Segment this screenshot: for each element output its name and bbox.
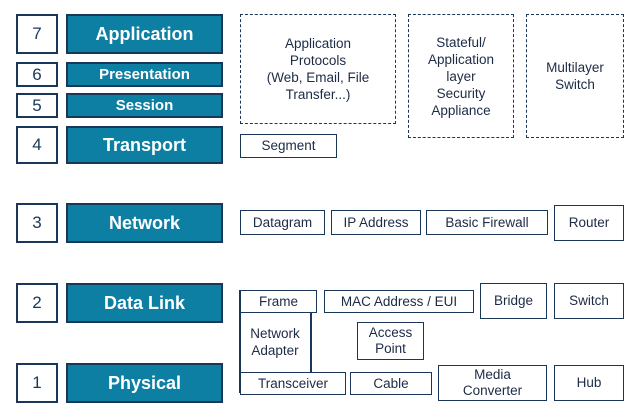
media-converter-line-1: Media xyxy=(474,367,511,382)
stateful-line-1: Stateful/ xyxy=(436,34,486,50)
access-point-line-1: Access xyxy=(368,325,413,340)
stateful-line-2: Application xyxy=(427,51,495,67)
layer-4-number: 4 xyxy=(16,126,58,164)
cable-box: Cable xyxy=(350,372,432,395)
layer-1-number: 1 xyxy=(16,363,58,403)
app-protocols-line-2: Protocols xyxy=(289,53,347,68)
network-adapter-right-line xyxy=(310,312,312,373)
layer-7-number: 7 xyxy=(16,14,58,54)
router-box: Router xyxy=(554,205,624,241)
frame-box: Frame xyxy=(240,290,317,313)
ip-address-box: IP Address xyxy=(331,210,421,235)
stateful-line-4: Security xyxy=(436,85,486,101)
mac-address-box: MAC Address / EUI xyxy=(324,290,474,313)
layer-data-link: Data Link xyxy=(66,283,223,323)
access-point-box: Access Point xyxy=(357,322,424,360)
network-adapter-line-2: Adapter xyxy=(251,343,299,358)
multilayer-switch-box: Multilayer Switch xyxy=(526,14,624,138)
network-adapter-left-line xyxy=(239,290,241,393)
access-point-line-2: Point xyxy=(375,341,406,356)
datagram-box: Datagram xyxy=(240,210,325,235)
multilayer-line-2: Switch xyxy=(555,77,595,92)
stateful-security-appliance-box: Stateful/ Application layer Security App… xyxy=(408,14,514,138)
stateful-line-3: layer xyxy=(446,68,476,84)
hub-box: Hub xyxy=(554,365,624,401)
media-converter-line-2: Converter xyxy=(462,383,523,398)
app-protocols-line-1: Application xyxy=(284,36,352,51)
layer-3-number: 3 xyxy=(16,203,58,243)
app-protocols-line-4: Transfer...) xyxy=(285,87,351,102)
layer-transport: Transport xyxy=(66,126,223,164)
layer-session: Session xyxy=(66,93,223,118)
segment-box: Segment xyxy=(240,134,337,158)
layer-6-number: 6 xyxy=(16,62,58,87)
layer-5-number: 5 xyxy=(16,93,58,118)
stateful-line-5: Appliance xyxy=(431,102,491,118)
basic-firewall-box: Basic Firewall xyxy=(426,210,548,235)
layer-application: Application xyxy=(66,14,223,54)
layer-physical: Physical xyxy=(66,363,223,403)
bridge-box: Bridge xyxy=(480,283,547,319)
layer-2-number: 2 xyxy=(16,283,58,323)
layer-network: Network xyxy=(66,203,223,243)
application-protocols-box: Application Protocols (Web, Email, File … xyxy=(240,14,396,124)
media-converter-box: Media Converter xyxy=(438,365,547,401)
layer-presentation: Presentation xyxy=(66,62,223,87)
switch-box: Switch xyxy=(554,283,624,319)
network-adapter-line-1: Network xyxy=(250,326,300,341)
app-protocols-line-3: (Web, Email, File xyxy=(266,70,370,85)
multilayer-line-1: Multilayer xyxy=(546,60,604,75)
transceiver-box: Transceiver xyxy=(240,372,346,395)
network-adapter-label: Network Adapter xyxy=(242,325,308,359)
